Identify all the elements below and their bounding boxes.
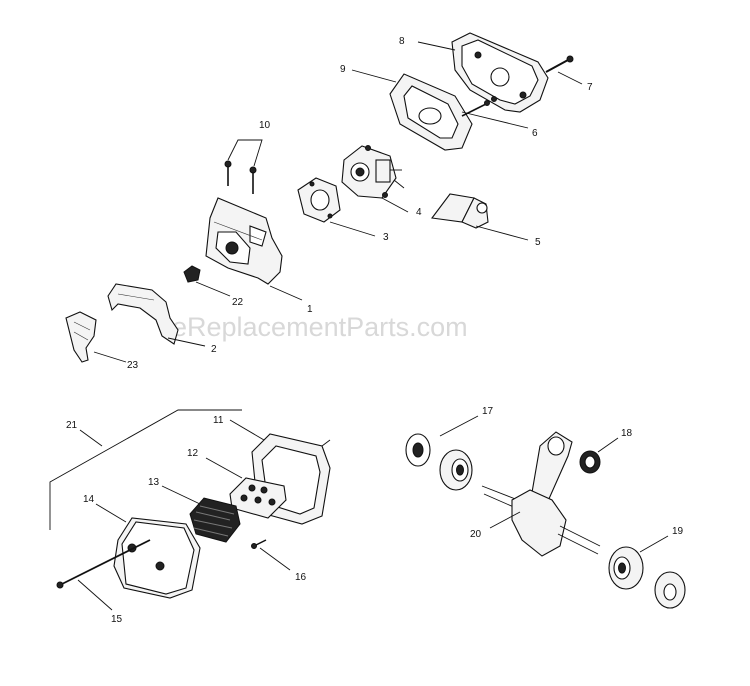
part-4-carburetor <box>341 145 405 199</box>
leader-4 <box>381 197 409 213</box>
part-9-plate <box>389 73 473 151</box>
callout-8: 8 <box>399 36 405 47</box>
part-3-gasket <box>297 177 341 223</box>
part-1-housing <box>205 197 283 285</box>
part-5-lever <box>430 193 489 229</box>
watermark-text: eReplacementParts.com <box>172 312 468 342</box>
leader-19 <box>639 535 669 553</box>
leader-2 <box>167 337 206 347</box>
part-7-screw <box>545 55 574 73</box>
leader-18 <box>597 437 619 453</box>
leader-11 <box>229 419 265 441</box>
callout-2: 2 <box>211 344 217 355</box>
callout-18: 18 <box>621 428 633 439</box>
leader-22 <box>195 281 231 297</box>
leader-12 <box>205 457 243 479</box>
callout-3: 3 <box>383 232 389 243</box>
leader-6 <box>461 111 529 129</box>
leader-20 <box>489 511 521 529</box>
part-20-crankshaft <box>481 431 601 557</box>
leader-8 <box>417 41 456 51</box>
callout-9: 9 <box>340 64 346 75</box>
leader-21-bracket <box>49 409 242 530</box>
callout-20: 20 <box>470 529 482 540</box>
leader-5 <box>475 225 529 241</box>
part-15-bolt <box>56 539 151 589</box>
leader-14 <box>95 503 127 523</box>
callout-6: 6 <box>532 128 538 139</box>
callout-15: 15 <box>111 614 123 625</box>
leader-16 <box>259 547 291 571</box>
part-8-cover <box>451 32 549 113</box>
part-18-needle-bearing <box>579 450 601 474</box>
part-6-screw <box>461 100 490 117</box>
callout-22: 22 <box>232 297 244 308</box>
callout-17: 17 <box>482 406 494 417</box>
callout-1: 1 <box>307 304 313 315</box>
leader-3 <box>329 221 376 237</box>
part-17-seal-bearing <box>405 433 473 491</box>
leader-7 <box>557 71 583 85</box>
part-13-filter-mesh <box>189 497 241 543</box>
callout-14: 14 <box>83 494 95 505</box>
leader-17 <box>439 415 479 437</box>
callout-10: 10 <box>259 120 271 131</box>
callout-19: 19 <box>672 526 684 537</box>
callout-7: 7 <box>587 82 593 93</box>
callout-13: 13 <box>148 477 160 488</box>
callout-11: 11 <box>213 415 224 426</box>
callout-12: 12 <box>187 448 199 459</box>
callout-23: 23 <box>127 360 139 371</box>
part-10-screws <box>224 160 257 194</box>
callout-5: 5 <box>535 237 541 248</box>
leader-10 <box>227 139 263 167</box>
leader-13 <box>161 485 201 505</box>
leader-15 <box>77 579 113 611</box>
part-22-nut <box>183 265 201 283</box>
leader-23 <box>93 351 127 363</box>
part-16-screw <box>251 539 267 549</box>
leader-1 <box>269 285 303 301</box>
callout-16: 16 <box>295 572 307 583</box>
part-14-filter-cover <box>113 517 201 599</box>
part-2-bracket <box>107 283 179 345</box>
leader-9 <box>351 69 397 83</box>
callout-4: 4 <box>416 207 422 218</box>
part-19-bearing-seal <box>608 546 686 609</box>
part-12-filter-plate <box>229 477 287 519</box>
part-23-clip <box>65 311 97 363</box>
leader-21 <box>79 429 103 447</box>
callout-21: 21 <box>66 420 78 431</box>
